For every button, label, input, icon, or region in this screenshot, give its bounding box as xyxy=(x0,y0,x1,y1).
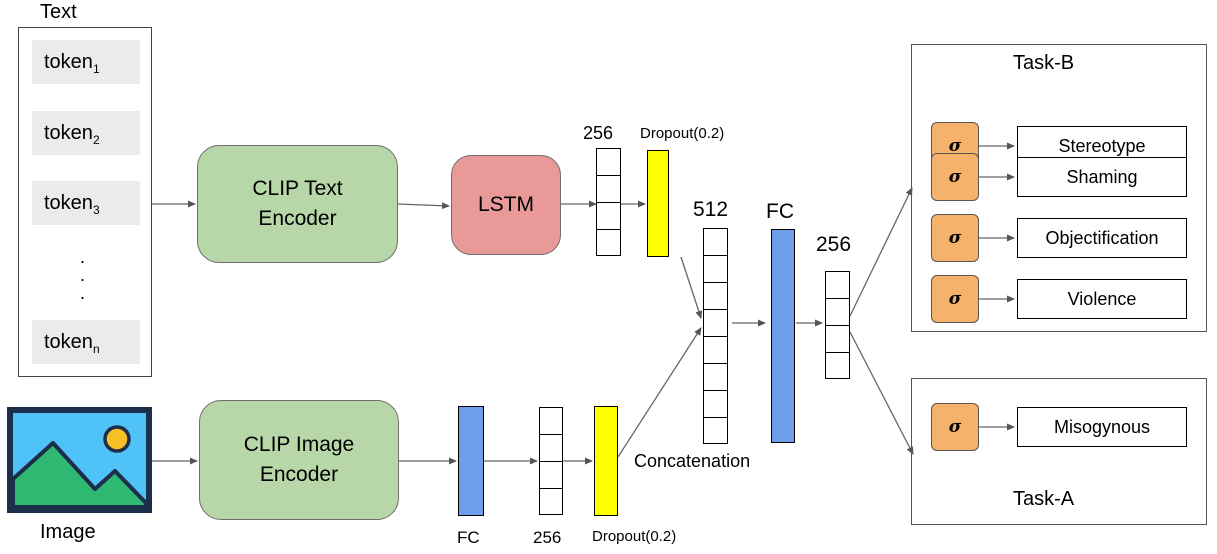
image-icon xyxy=(7,407,152,513)
output-shaming: Shaming xyxy=(1017,157,1187,197)
clip-image-encoder: CLIP Image Encoder xyxy=(199,400,399,520)
text-dropout-bar xyxy=(647,150,669,257)
arrow-to-task-b xyxy=(849,187,913,317)
fusion-output-vector xyxy=(825,271,850,379)
token-1: token1 xyxy=(32,40,140,84)
output-objectification: Objectification xyxy=(1017,218,1187,258)
image-fc-label: FC xyxy=(457,528,480,547)
token-3: token3 xyxy=(32,181,140,225)
task-a-panel xyxy=(911,378,1207,525)
fusion-fc-bar xyxy=(771,229,795,443)
image-input-label: Image xyxy=(40,521,96,543)
fusion-vector-size-label: 256 xyxy=(816,233,852,256)
image-dropout-bar xyxy=(594,406,618,516)
output-violence: Violence xyxy=(1017,279,1187,319)
text-dropout-label: Dropout(0.2) xyxy=(640,125,725,142)
token-ellipsis: . . . xyxy=(80,247,86,303)
output-misogynous: Misogynous xyxy=(1017,407,1187,447)
text-vector-size-label: 256 xyxy=(583,123,614,143)
fusion-fc-label: FC xyxy=(766,200,794,223)
concatenation-vector xyxy=(703,228,728,444)
arrow-encoder-to-lstm xyxy=(397,202,450,210)
image-vector-size-label: 256 xyxy=(533,528,562,547)
task-a-title: Task-A xyxy=(1013,488,1075,510)
text-input-box xyxy=(18,27,152,377)
arrow-text-dropout-to-concat xyxy=(680,256,703,319)
lstm-block: LSTM xyxy=(451,155,561,255)
sigmoid-objectification: σ xyxy=(931,214,979,262)
task-b-panel xyxy=(911,44,1207,332)
arrow-to-task-a xyxy=(849,331,914,455)
concat-size-label: 512 xyxy=(693,198,729,221)
token-2: token2 xyxy=(32,111,140,155)
clip-text-encoder: CLIP Text Encoder xyxy=(197,145,398,263)
image-feature-vector xyxy=(539,407,563,515)
sigmoid-violence: σ xyxy=(931,275,979,323)
sigmoid-shaming: σ xyxy=(931,153,979,201)
text-feature-vector xyxy=(596,148,621,256)
text-input-label: Text xyxy=(40,1,77,23)
token-n: tokenn xyxy=(32,320,140,364)
sigmoid-misogynous: σ xyxy=(931,403,979,451)
task-b-title: Task-B xyxy=(1013,52,1075,74)
concatenation-label: Concatenation xyxy=(634,451,751,471)
image-dropout-label: Dropout(0.2) xyxy=(592,528,677,545)
image-fc-bar xyxy=(458,406,484,516)
arrow-image-dropout-to-concat xyxy=(617,327,702,458)
